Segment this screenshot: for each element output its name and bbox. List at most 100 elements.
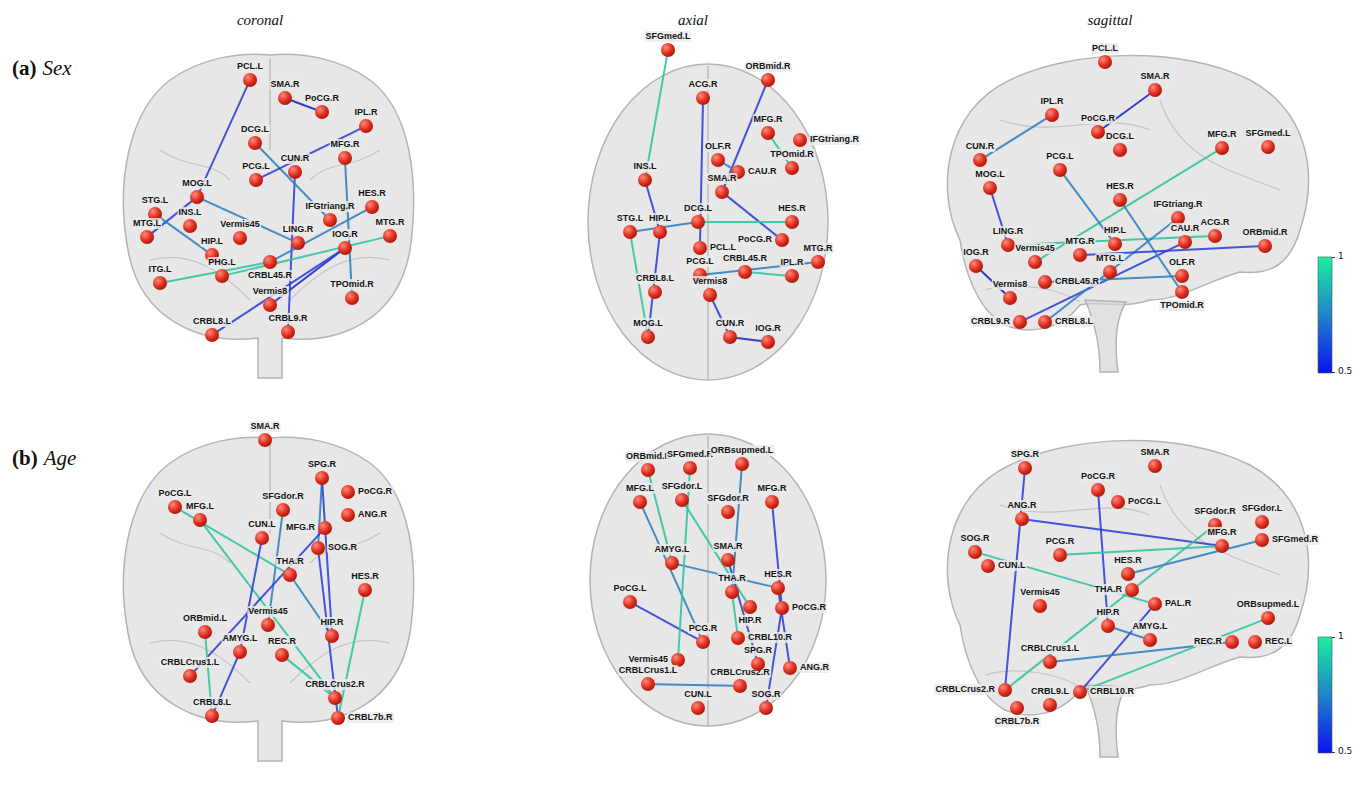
region-label: PoCG.R [791, 602, 827, 613]
region-node: CAU.R [1178, 235, 1192, 249]
region-label: SMA.R [1140, 71, 1171, 82]
region-node: CRBL7b.R [1010, 701, 1024, 715]
region-label: MTG.R [375, 217, 406, 228]
region-label: OLF.R [704, 141, 732, 152]
region-label: IPL.R [779, 257, 804, 268]
region-node: MFG.L [193, 513, 207, 527]
region-label: PCL.L [236, 61, 264, 72]
region-node: ITG.L [153, 276, 167, 290]
region-label: Vermis8 [992, 279, 1029, 290]
region-node: ORBmid.L [641, 463, 655, 477]
region-label: SMA.R [713, 541, 744, 552]
connectivity-edge [733, 599, 737, 631]
region-label: AMYG.L [654, 544, 691, 555]
region-node: MFG.R [761, 126, 775, 140]
region-node: HES.R [358, 583, 372, 597]
region-label: ITG.L [148, 264, 173, 275]
region-node: SFGmed.L [1261, 140, 1275, 154]
region-node: CRBL45.R [738, 265, 752, 279]
region-node: MFG.R [338, 151, 352, 165]
connectivity-edge [200, 86, 247, 190]
region-node: MTG.R [1073, 248, 1087, 262]
region-label: HIP.R [1096, 607, 1121, 618]
region-label: PoCG.R [357, 486, 393, 497]
region-node: CRBL45.R [263, 255, 277, 269]
region-node: CRBL8.L [648, 285, 662, 299]
region-label: ORBsupmed.L [1236, 599, 1301, 610]
region-label: THA.R [717, 573, 747, 584]
region-label: MTG.L [132, 218, 162, 229]
connectivity-edge [345, 165, 351, 291]
region-node: ACG.R [1208, 229, 1222, 243]
region-label: CRBL8.L [635, 273, 675, 284]
region-node: PCG.R [1053, 548, 1067, 562]
region-label: ACG.R [1200, 217, 1231, 228]
region-node: SFGdor.L [675, 493, 689, 507]
region-node: IPL.R [1045, 108, 1059, 122]
region-label: MFG.R [330, 139, 361, 150]
connectivity-edge [204, 526, 331, 693]
region-node: HIP.L [1108, 237, 1122, 251]
region-label: SOG.R [327, 542, 358, 553]
connectivity-edge [655, 684, 733, 686]
region-label: LING.R [992, 226, 1025, 237]
region-label: MOG.L [974, 169, 1006, 180]
region-label: DCG.L [1105, 131, 1135, 142]
region-label: HIP.R [738, 615, 763, 626]
region-label: CUN.L [683, 689, 713, 700]
region-node: Vermis45 [233, 231, 247, 245]
region-node: CRBLCrus2.R [998, 683, 1012, 697]
connectivity-edge [1135, 542, 1255, 573]
region-label: SFGdor.R [261, 491, 305, 502]
region-node: CRBL8.L [1038, 315, 1052, 329]
region-label: THA.R [275, 556, 305, 567]
region-node: PoCG.R [775, 601, 789, 615]
region-label: CRBL7b.R [347, 712, 394, 723]
region-node: TPOmid.R [1175, 285, 1189, 299]
region-label: TPOmid.R [769, 149, 815, 160]
region-label: CUN.L [997, 560, 1027, 571]
region-node: MTG.R [383, 229, 397, 243]
region-node: SFGmed.R [683, 461, 697, 475]
region-label: PoCG.R [1080, 113, 1116, 124]
region-label: ORBmid.L [625, 451, 671, 462]
region-node: PHG.L [215, 269, 229, 283]
region-label: MFG.L [185, 501, 215, 512]
region-label: ANG.R [357, 509, 388, 520]
region-node: THA.R [283, 568, 297, 582]
region-label: PCG.L [241, 161, 271, 172]
region-node: MFG.L [633, 495, 647, 509]
region-label: IOG.R [962, 247, 990, 258]
region-node: SMA.R [1148, 459, 1162, 473]
region-node: LING.R [291, 236, 305, 250]
region-label: PoCG.L [613, 583, 648, 594]
region-label: IPL.R [1039, 96, 1064, 107]
region-label: SFGmed.R [666, 449, 714, 460]
region-label: CRBLCrus1.L [618, 665, 679, 676]
region-label: SPG.R [743, 645, 773, 656]
region-node: ANG.R [1015, 512, 1029, 526]
region-label: CRBL8.L [192, 316, 232, 327]
region-node: SOG.R [311, 541, 325, 555]
region-node: PCL.L [1098, 55, 1112, 69]
region-node: CRBLCrus1.L [641, 677, 655, 691]
region-node: Vermis8 [263, 298, 277, 312]
region-node: PoCG.R [775, 233, 789, 247]
region-node: SFGdor.L [1255, 515, 1269, 529]
region-label: CRBLCrus1.L [1020, 643, 1081, 654]
region-label: HIP.L [1103, 225, 1127, 236]
region-node: LING.R [1001, 238, 1015, 252]
region-node: CRBLCrus2.R [328, 691, 342, 705]
region-node: HIP.R [325, 629, 339, 643]
connectivity-edge [229, 238, 383, 275]
region-label: PAL.R [1164, 598, 1192, 609]
region-node: SPG.R [315, 471, 329, 485]
region-node: PoCG.R [315, 105, 329, 119]
region-node: PAL.R [1148, 597, 1162, 611]
region-label: PCG.L [1045, 151, 1075, 162]
region-label: SFGdor.L [661, 481, 704, 492]
region-label: SPG.R [307, 459, 337, 470]
region-node: IOG.R [969, 259, 983, 273]
